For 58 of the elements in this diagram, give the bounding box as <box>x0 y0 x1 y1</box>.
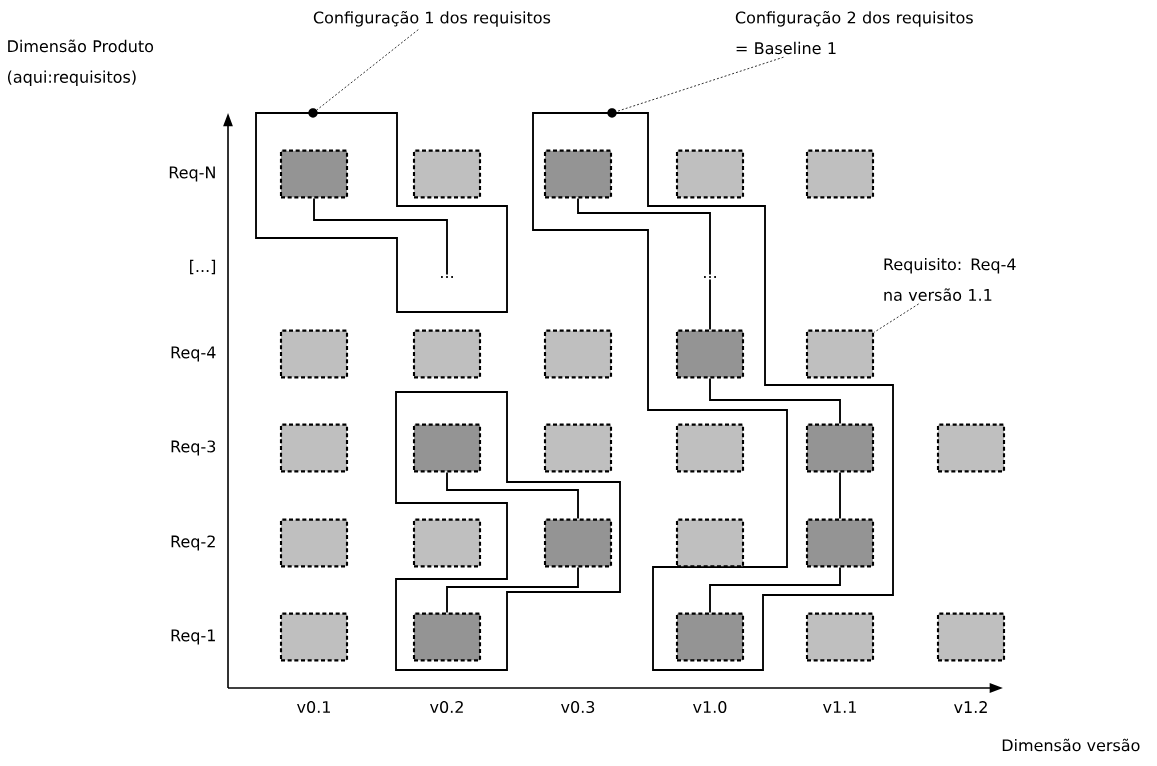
column-label: v0.3 <box>561 700 595 714</box>
requirement-box <box>805 423 875 473</box>
requirement-box <box>675 329 745 379</box>
requirement-box <box>675 612 745 662</box>
requirement-box <box>936 612 1006 662</box>
connector-line <box>446 471 579 520</box>
column-label: v0.1 <box>297 700 330 714</box>
requirement-box <box>412 149 482 199</box>
configuration-outline <box>255 112 508 313</box>
axis-title: Dimensão versão <box>1002 738 1140 752</box>
ellipsis: ... <box>441 276 453 278</box>
requirement-box <box>805 329 875 379</box>
row-label: [...] <box>190 259 216 275</box>
row-label: Req-2 <box>171 535 215 551</box>
axis-title: Dimensão Produto (aqui:requisitos) <box>8 39 154 86</box>
requirement-box <box>279 149 349 199</box>
ellipsis: ... <box>704 276 716 278</box>
column-label: v1.0 <box>693 700 727 714</box>
callout-text: Requisito: Req-4 na versão 1.1 <box>884 257 1016 301</box>
requirement-box <box>675 518 745 568</box>
requirement-box <box>805 518 875 568</box>
column-label: v0.2 <box>430 700 463 714</box>
requirement-box <box>805 149 875 199</box>
requirement-box <box>936 423 1006 473</box>
connector-line <box>313 197 448 276</box>
callout-text: Configuração 1 dos requisitos <box>313 10 551 27</box>
requirement-box <box>412 423 482 473</box>
row-label: Req-1 <box>171 629 215 645</box>
requirement-box <box>279 329 349 379</box>
leader-line <box>873 303 920 333</box>
requirement-box <box>675 149 745 199</box>
requirement-box <box>675 423 745 473</box>
requirement-box <box>279 518 349 568</box>
requirement-box <box>279 423 349 473</box>
requirement-box <box>543 149 613 199</box>
connector-line <box>709 377 841 425</box>
leader-line <box>316 29 419 111</box>
requirement-box <box>543 423 613 473</box>
connector-line <box>446 566 579 614</box>
configuration-outline <box>395 391 621 671</box>
callout-text: Configuração 2 dos requisitos = Baseline 1 <box>735 10 973 55</box>
leader-line <box>616 56 784 112</box>
row-label: Req-N <box>169 166 215 182</box>
connector-line <box>709 278 711 331</box>
requirement-box <box>543 518 613 568</box>
column-label: v1.1 <box>823 701 856 713</box>
requirement-box <box>279 612 349 662</box>
connector-line <box>709 566 841 614</box>
connector-line <box>577 197 711 276</box>
row-label: Req-4 <box>171 346 216 362</box>
requirement-box <box>805 612 875 662</box>
requirement-box <box>412 612 482 662</box>
requirement-box <box>543 329 613 379</box>
column-label: v1.2 <box>954 701 987 713</box>
requirement-box <box>412 329 482 379</box>
row-label: Req-3 <box>171 440 216 456</box>
connector-line <box>839 471 841 520</box>
requirement-box <box>412 518 482 568</box>
